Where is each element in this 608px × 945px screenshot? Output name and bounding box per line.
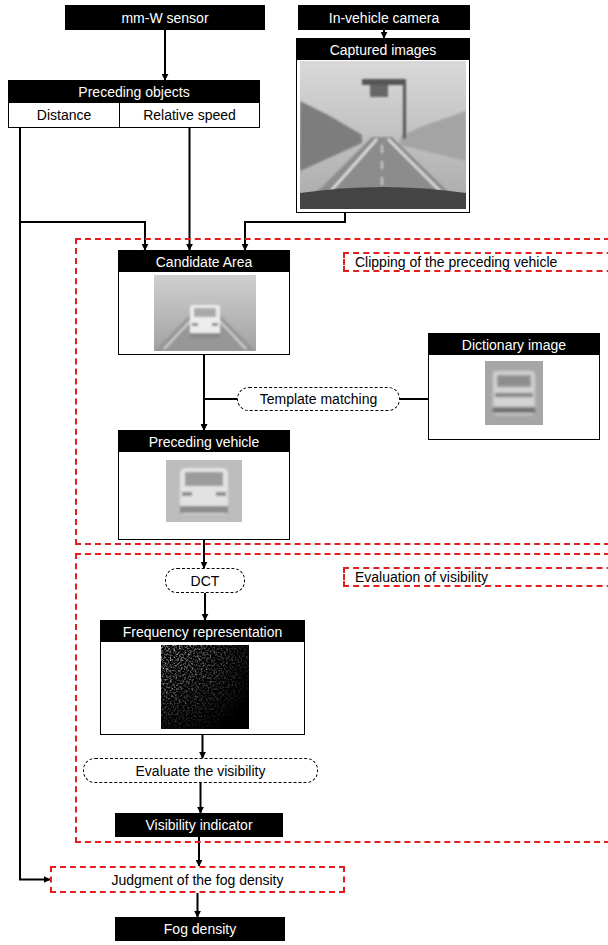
image-box: Frequency representation <box>100 620 305 735</box>
dictionary-photo <box>485 361 543 425</box>
heading-bar: Dictionary image <box>429 334 599 355</box>
flow-arrow <box>164 30 166 80</box>
process-step: Template matching <box>237 387 400 411</box>
box-label: Relative speed <box>143 107 236 123</box>
box-label: Distance <box>37 107 91 123</box>
flow-arrow <box>200 783 202 813</box>
image-box: Captured images <box>296 38 470 213</box>
box-label: Evaluate the visibility <box>136 763 266 779</box>
output-box: Visibility indicator <box>115 813 283 837</box>
heading-bar: Frequency representation <box>101 621 304 642</box>
box-heading: Preceding vehicle <box>149 434 260 450</box>
heading-bar: Preceding objects <box>9 81 259 102</box>
flow-arrow <box>189 128 191 250</box>
process-step: Evaluate the visibility <box>83 758 318 783</box>
box-label: Visibility indicator <box>145 817 252 833</box>
stage-region: Clipping of the preceding vehicle Candida… <box>75 238 608 545</box>
stage-label-box: Evaluation of visibility <box>343 567 608 587</box>
box-heading: Frequency representation <box>123 624 283 640</box>
flow-arrow <box>197 893 199 917</box>
sensor-box: mm-W sensor <box>65 5 265 30</box>
stage-label-box: Clipping of the preceding vehicle <box>343 252 608 272</box>
heading-bar: Captured images <box>297 39 469 60</box>
image-box: Candidate Area <box>118 250 290 355</box>
output-box: Fog density <box>115 917 285 941</box>
stage-region: Evaluation of visibility DCT Frequency rep… <box>75 553 608 843</box>
image-box: Dictionary image <box>428 333 600 440</box>
box-label: Judgment of the fog density <box>112 872 284 888</box>
stage-label: Clipping of the preceding vehicle <box>355 254 557 270</box>
heading-bar: Preceding vehicle <box>119 431 289 452</box>
flow-arrow <box>204 399 237 430</box>
flow-arrow <box>204 593 206 620</box>
box-heading: Preceding objects <box>78 84 189 100</box>
road-photo <box>300 61 466 209</box>
flow-arrow <box>202 735 204 758</box>
box-heading: Candidate Area <box>156 254 253 270</box>
box-heading: Dictionary image <box>462 337 566 353</box>
image-box: Preceding vehicle <box>118 430 290 540</box>
stage-label: Evaluation of visibility <box>355 569 488 585</box>
sensor-box: In-vehicle camera <box>298 5 470 30</box>
flow-arrow <box>20 128 50 880</box>
box-label: DCT <box>191 573 220 589</box>
box-label: In-vehicle camera <box>329 10 440 26</box>
process-step: DCT <box>165 568 245 593</box>
process-box: Judgment of the fog density <box>50 866 345 893</box>
box-heading: Captured images <box>330 42 437 58</box>
table-cell: Relative speed <box>119 102 260 128</box>
flow-arrow <box>383 30 385 38</box>
flow-arrow <box>245 213 345 250</box>
vehicle-photo <box>166 460 242 522</box>
box-label: mm-W sensor <box>121 10 208 26</box>
heading-bar: Candidate Area <box>119 251 289 272</box>
data-table: Preceding objectsDistance Relative speed <box>8 80 260 128</box>
dct-spectrum <box>161 645 249 729</box>
flow-arrow <box>20 128 145 250</box>
table-cell: Distance <box>8 102 120 128</box>
box-label: Fog density <box>164 921 236 937</box>
flow-arrow <box>400 398 428 400</box>
candidate-photo <box>154 275 256 351</box>
box-label: Template matching <box>260 391 378 407</box>
